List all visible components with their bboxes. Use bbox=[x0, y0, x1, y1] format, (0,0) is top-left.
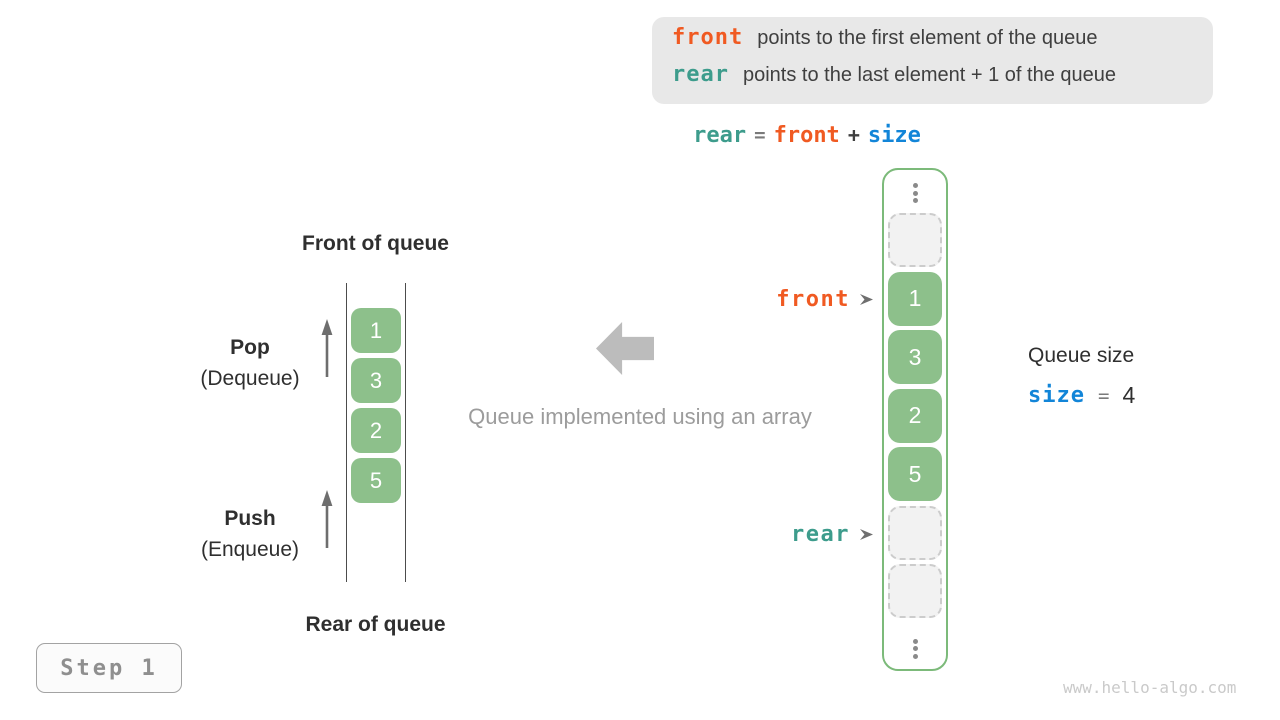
legend-text-front: points to the first element of the queue bbox=[757, 27, 1098, 49]
enqueue-label: (Enqueue) bbox=[200, 538, 300, 561]
rear-pointer-label: rear bbox=[791, 521, 850, 547]
pop-label: Pop bbox=[230, 336, 270, 359]
array-cell-value: 1 bbox=[888, 271, 942, 326]
dequeue-label: (Dequeue) bbox=[200, 367, 300, 390]
rear-keyword: rear bbox=[672, 62, 729, 87]
formula-plus: + bbox=[847, 123, 860, 147]
vertical-ellipsis-icon bbox=[912, 183, 918, 203]
array-cell-empty bbox=[888, 505, 942, 560]
block-arrow-left-icon bbox=[596, 322, 654, 375]
queue-cell: 3 bbox=[351, 358, 401, 403]
formula-equals: = bbox=[754, 124, 766, 146]
formula: rear = front + size bbox=[652, 121, 962, 149]
array-cell-empty bbox=[888, 213, 942, 267]
formula-front: front bbox=[773, 122, 840, 148]
rear-pointer-arrowhead-icon bbox=[860, 528, 873, 540]
diagram-caption: Queue implemented using an array bbox=[468, 404, 812, 429]
push-arrow-up-icon bbox=[321, 490, 333, 548]
array-cell-value: 5 bbox=[888, 447, 942, 501]
queue-cell: 1 bbox=[351, 308, 401, 353]
watermark: www.hello-algo.com bbox=[1063, 678, 1237, 697]
rear-of-queue-label: Rear of queue bbox=[305, 613, 446, 636]
front-keyword: front bbox=[672, 25, 744, 50]
size-keyword: size bbox=[1028, 383, 1085, 408]
rear-pointer: rear bbox=[700, 520, 874, 548]
front-pointer-arrowhead-icon bbox=[860, 293, 873, 305]
array-cell-value: 2 bbox=[888, 388, 942, 443]
pop-label-block: Pop (Dequeue) bbox=[170, 336, 330, 391]
array-cell-empty bbox=[888, 564, 942, 618]
queue-size-block: Queue size size = 4 bbox=[1028, 344, 1135, 409]
size-equals: = bbox=[1097, 384, 1110, 407]
front-of-queue-label: Front of queue bbox=[302, 232, 449, 255]
legend-text-rear: points to the last element + 1 of the qu… bbox=[742, 64, 1117, 86]
array-cell-value: 3 bbox=[888, 330, 942, 384]
push-label: Push bbox=[224, 507, 276, 530]
queue-cell: 5 bbox=[351, 458, 401, 503]
push-label-block: Push (Enqueue) bbox=[170, 507, 330, 562]
pop-arrow-up-icon bbox=[321, 319, 333, 377]
formula-size: size bbox=[867, 122, 921, 148]
size-value: 4 bbox=[1122, 382, 1136, 408]
left-queue-channel: 1 3 2 5 bbox=[346, 283, 406, 582]
step-badge: Step 1 bbox=[36, 643, 182, 693]
legend-line-front: front points to the first element of the… bbox=[672, 25, 1213, 62]
queue-size-title: Queue size bbox=[1028, 344, 1135, 367]
legend-box: front points to the first element of the… bbox=[652, 17, 1213, 104]
queue-cell: 2 bbox=[351, 408, 401, 453]
front-pointer-label: front bbox=[776, 286, 850, 312]
front-pointer: front bbox=[700, 285, 874, 313]
vertical-ellipsis-icon bbox=[912, 638, 918, 659]
formula-lhs: rear bbox=[693, 122, 747, 148]
queue-size-value-line: size = 4 bbox=[1028, 382, 1135, 409]
legend-line-rear: rear points to the last element + 1 of t… bbox=[672, 62, 1213, 99]
